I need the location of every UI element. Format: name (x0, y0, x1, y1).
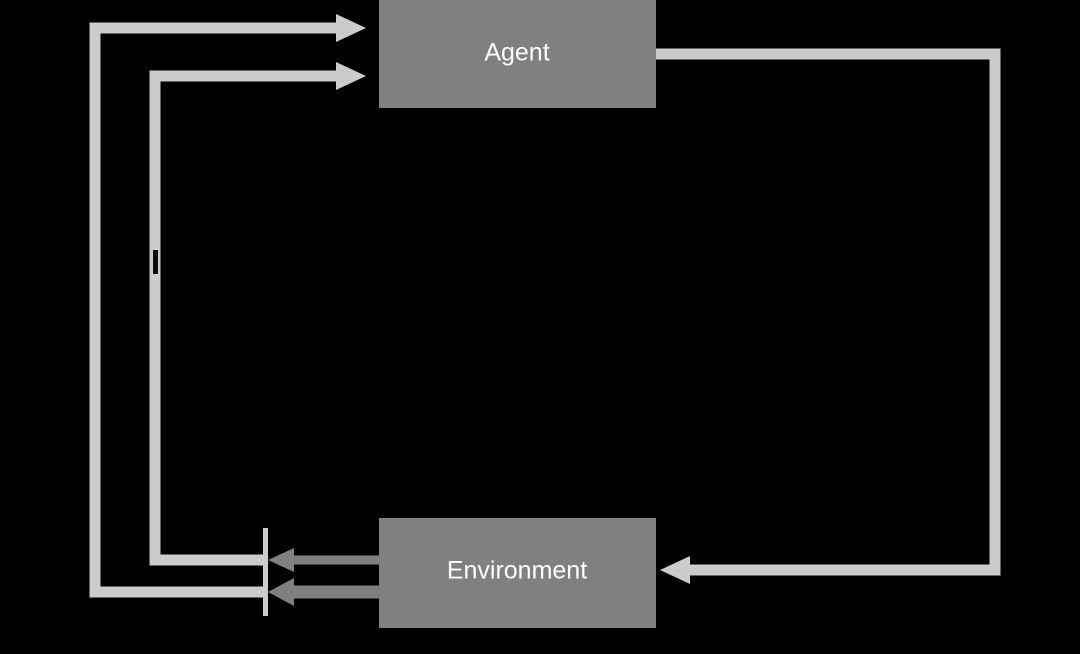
time-delay-bar (263, 528, 268, 616)
arrowhead-right-into-agent-lower (336, 62, 366, 90)
arrowhead-left-upper-output (268, 548, 294, 572)
edge-environment-output-upper (268, 548, 379, 572)
edge-reward-to-agent (149, 62, 366, 566)
arrowhead-right-into-agent-upper (336, 14, 366, 42)
arrowhead-left-into-environment (660, 556, 690, 584)
edge-action-to-environment (656, 48, 1001, 584)
edge-action-line (656, 48, 1001, 576)
edge-state-line (89, 22, 340, 598)
agent-box[interactable] (379, 0, 656, 108)
environment-label: Environment (447, 557, 587, 585)
edge-reward-line (149, 70, 340, 566)
node-environment[interactable]: Environment (379, 518, 656, 628)
node-agent[interactable]: Agent (379, 0, 656, 108)
edge-environment-output-lower (268, 578, 379, 606)
agent-label: Agent (484, 39, 549, 67)
left-margin-mark (153, 250, 158, 274)
edge-state-to-agent (89, 14, 366, 598)
arrowhead-left-lower-output (268, 578, 294, 606)
environment-box[interactable] (379, 518, 656, 628)
